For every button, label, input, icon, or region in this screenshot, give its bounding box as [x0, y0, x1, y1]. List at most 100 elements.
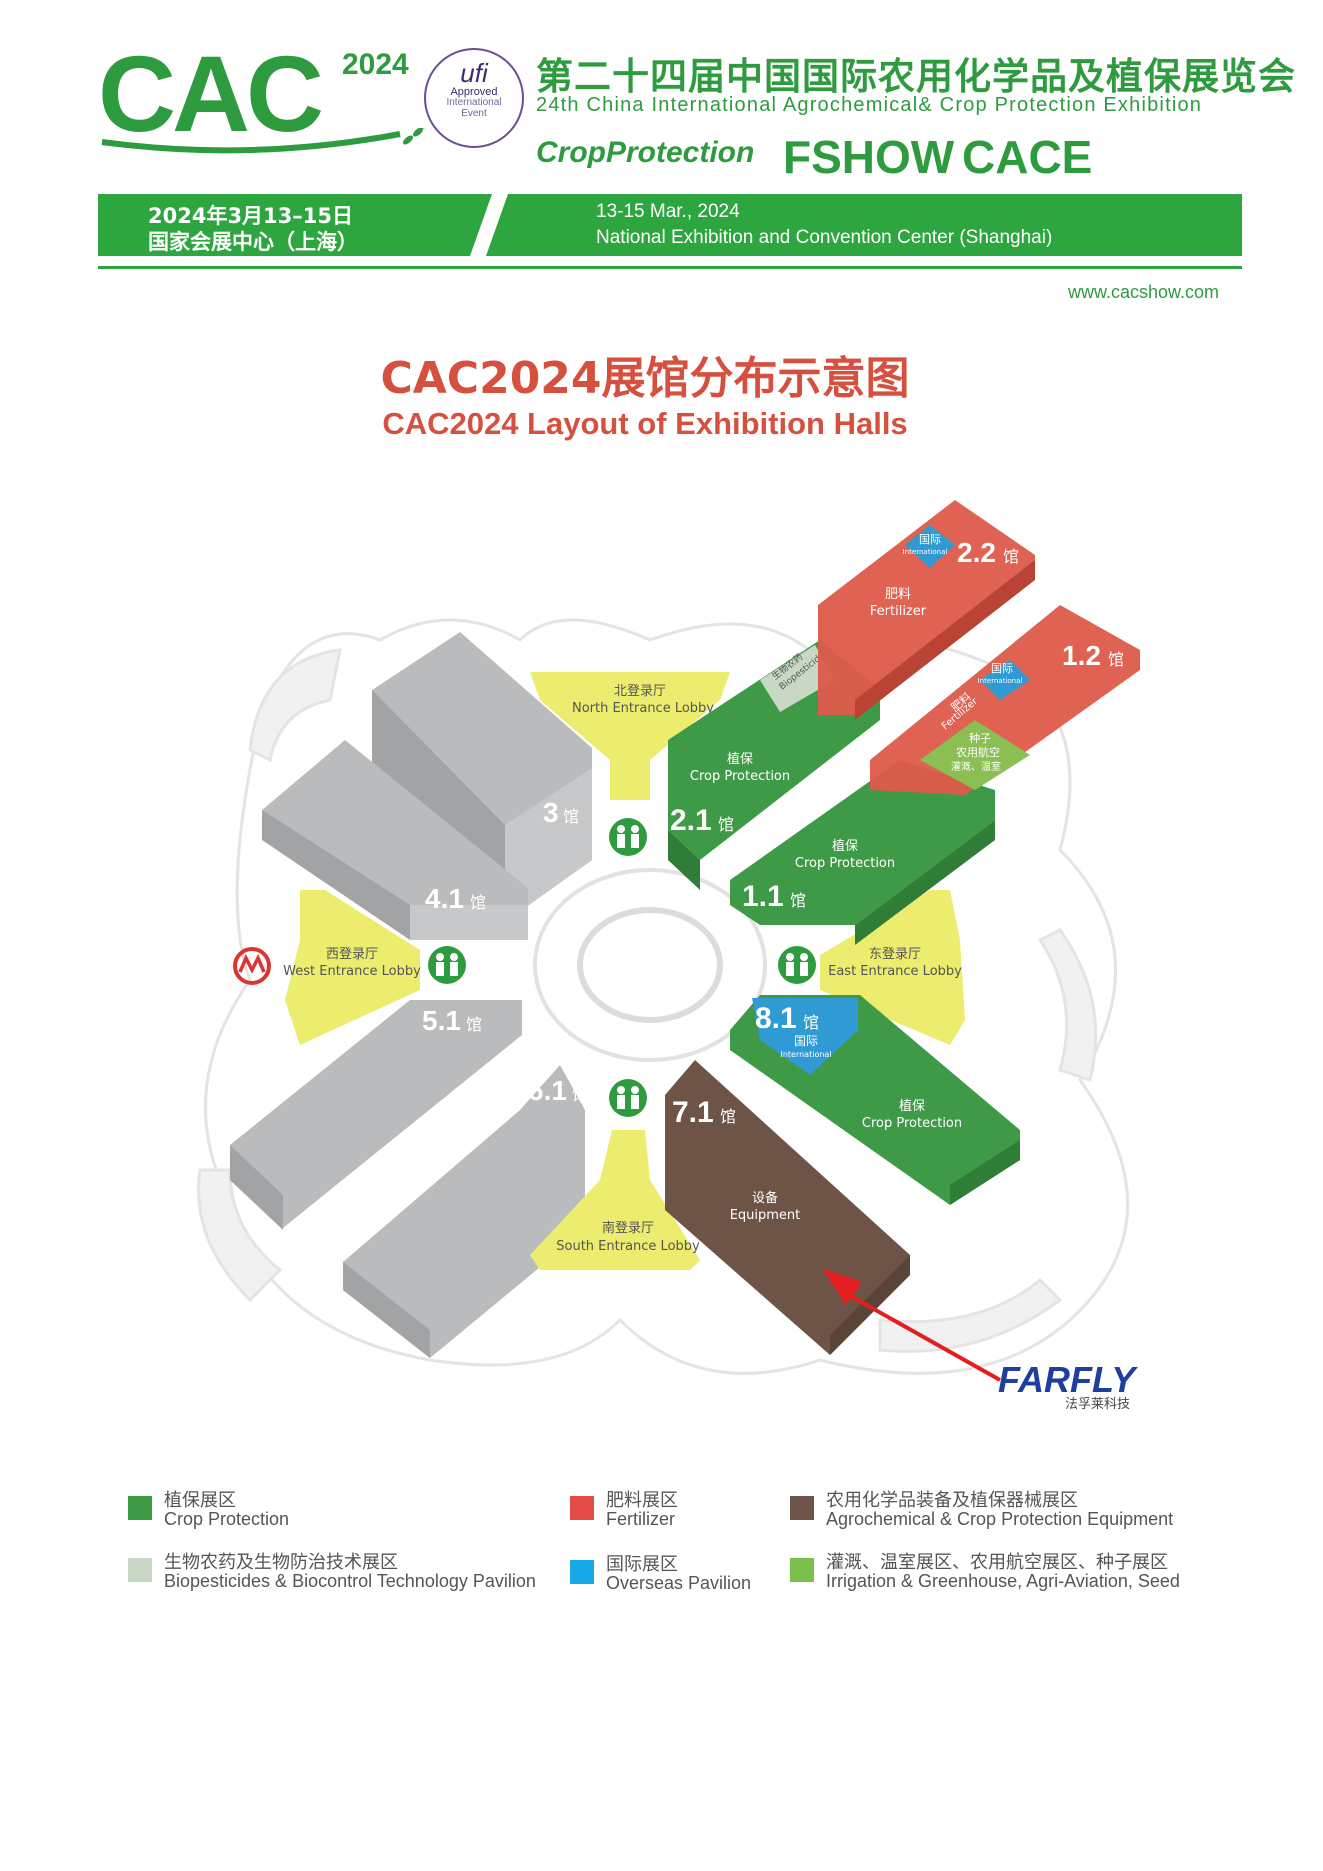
- legend-crop-protection-en: Crop Protection: [164, 1509, 290, 1529]
- metro-icon: [233, 947, 271, 985]
- ufi-line1: Approved: [450, 86, 498, 98]
- legend-swatch-biopesticides: [128, 1558, 152, 1582]
- hall-1-2-seed-cn: 种子: [969, 731, 991, 745]
- info-band: [98, 194, 1242, 256]
- date-cn: 2024年3月13–15日: [148, 204, 354, 228]
- legend-swatch-equipment: [790, 1496, 814, 1520]
- hall-1-1-number: 1.1: [742, 880, 784, 913]
- hall-1-2-seed-l3: 灌溉、温室: [951, 760, 1001, 773]
- hall-1-1[interactable]: 植保 Crop Protection 1.1 馆: [730, 760, 995, 945]
- west-lobby-cn: 西登录厅: [326, 947, 378, 962]
- hall-1-1-zone-cn: 植保: [832, 839, 858, 854]
- hall-1-2-number: 1.2: [1062, 640, 1101, 671]
- ufi-line3: Event: [461, 107, 487, 119]
- legend-irrigation-cn: 灌溉、温室展区、农用航空展区、种子展区: [826, 1552, 1168, 1573]
- hall-7-1-suffix: 馆: [720, 1107, 736, 1126]
- hall-7-1-zone-en: Equipment: [730, 1208, 801, 1223]
- hall-8-1-zone-en: Crop Protection: [862, 1116, 962, 1131]
- legend-fertilizer-en: Fertilizer: [606, 1509, 676, 1529]
- band-underline: [98, 266, 1242, 269]
- hall-3-suffix: 馆: [563, 807, 579, 826]
- location-arrow-icon: [822, 1268, 1001, 1382]
- hall-5-1-suffix: 馆: [466, 1015, 482, 1034]
- hall-2-2-intl-en: International: [903, 548, 948, 556]
- hall-2-1-number: 2.1: [670, 804, 712, 837]
- hall-4-1-number: 4.1: [425, 883, 464, 914]
- legend-irrigation-en: Irrigation & Greenhouse, Agri-Aviation, …: [826, 1571, 1180, 1591]
- legend-swatch-overseas: [570, 1560, 594, 1584]
- west-lobby-en: West Entrance Lobby: [283, 964, 421, 979]
- hall-2-2-zone-en: Fertilizer: [870, 604, 927, 619]
- hall-4-1[interactable]: 4.1 馆: [262, 740, 528, 940]
- hall-2-2-intl-cn: 国际: [919, 533, 941, 546]
- hall-1-2-suffix: 馆: [1108, 650, 1124, 669]
- hall-7-1-number: 7.1: [672, 1096, 714, 1129]
- hall-1-1-suffix: 馆: [790, 891, 806, 910]
- hall-8-1-zone-cn: 植保: [899, 1099, 925, 1114]
- venue-en: National Exhibition and Convention Cente…: [596, 227, 1053, 248]
- band-divider: [470, 194, 508, 256]
- hall-5-1[interactable]: 5.1 馆: [230, 1000, 522, 1230]
- hall-4-1-suffix: 馆: [470, 893, 486, 912]
- hall-2-2[interactable]: 国际 International 2.2 馆 肥料 Fertilizer: [818, 500, 1035, 720]
- hall-1-2[interactable]: 国际 International 1.2 馆 肥料 Fertilizer 种子 …: [870, 605, 1140, 795]
- north-lobby-en: North Entrance Lobby: [572, 701, 714, 716]
- cac-logo-year: 2024: [342, 48, 409, 81]
- east-entrance-icon: [778, 946, 816, 984]
- hall-8-1-number: 8.1: [755, 1002, 797, 1035]
- hall-8-1-intl-cn: 国际: [794, 1034, 818, 1048]
- legend-swatch-fertilizer: [570, 1496, 594, 1520]
- hall-3-number: 3: [543, 797, 559, 828]
- south-entrance-lobby[interactable]: 南登录厅 South Entrance Lobby: [530, 1130, 700, 1270]
- legend-biopesticides-cn: 生物农药及生物防治技术展区: [164, 1552, 398, 1573]
- ufi-approved-badge: ufi Approved International Event: [424, 48, 524, 148]
- legend-equipment-en: Agrochemical & Crop Protection Equipment: [826, 1509, 1174, 1529]
- farfly-subtitle: 法孚莱科技: [1065, 1397, 1130, 1412]
- cace-logo: CACE: [962, 131, 1093, 183]
- ufi-brand: ufi: [460, 58, 488, 88]
- hall-2-2-number: 2.2: [957, 537, 996, 568]
- logo-swoosh-icon: [101, 128, 430, 154]
- hall-6-1-number: 6.1: [528, 1075, 567, 1106]
- hall-6-1[interactable]: 6.1 馆: [343, 1065, 588, 1358]
- south-lobby-en: South Entrance Lobby: [556, 1239, 700, 1254]
- venue-cn: 国家会展中心（上海）: [148, 230, 358, 254]
- central-ring: [533, 868, 767, 1062]
- legend-equipment-cn: 农用化学品装备及植保器械展区: [826, 1490, 1078, 1511]
- date-en: 13-15 Mar., 2024: [596, 201, 740, 222]
- south-entrance-icon: [609, 1079, 647, 1117]
- east-entrance-lobby[interactable]: 东登录厅 East Entrance Lobby: [820, 890, 965, 1045]
- farfly-logo: FARFLY: [998, 1359, 1138, 1400]
- west-entrance-lobby[interactable]: 西登录厅 West Entrance Lobby: [283, 890, 421, 1045]
- hall-1-2-seed-l2: 农用航空: [956, 745, 1000, 759]
- hall-8-1-intl-en: International: [780, 1050, 831, 1059]
- exhibition-title-cn: 第二十四届中国国际农用化学品及植保展览会: [536, 55, 1296, 98]
- legend-crop-protection-cn: 植保展区: [164, 1490, 236, 1511]
- hall-1-2-intl-en: International: [978, 677, 1023, 685]
- legend-overseas-cn: 国际展区: [606, 1554, 678, 1575]
- ufi-line2: International: [446, 97, 502, 109]
- website-link[interactable]: www.cacshow.com: [1068, 282, 1220, 302]
- hall-1-2-intl-cn: 国际: [991, 662, 1013, 675]
- legend-swatch-crop-protection: [128, 1496, 152, 1520]
- fshow-logo: FSHOW: [783, 131, 955, 183]
- west-entrance-icon: [428, 946, 466, 984]
- legend-overseas-en: Overseas Pavilion: [606, 1573, 752, 1593]
- south-lobby-cn: 南登录厅: [602, 1220, 654, 1236]
- hall-8-1[interactable]: 8.1 馆 国际 International 植保 Crop Protectio…: [730, 995, 1020, 1205]
- hall-6-1-suffix: 馆: [572, 1085, 588, 1104]
- venue-map: 3 馆 4.1 馆 5.1 馆 6.1 馆 北登录厅 North Entranc…: [197, 500, 1140, 1412]
- east-lobby-cn: 东登录厅: [869, 947, 921, 962]
- north-entrance-lobby[interactable]: 北登录厅 North Entrance Lobby: [530, 672, 730, 800]
- cac-logo-text: CAC: [98, 33, 324, 154]
- hall-1-1-zone-en: Crop Protection: [795, 856, 895, 871]
- east-lobby-en: East Entrance Lobby: [828, 964, 962, 979]
- map-title-cn: CAC2024展馆分布示意图: [380, 353, 910, 404]
- hall-2-1-suffix: 馆: [718, 815, 734, 834]
- map-title-en: CAC2024 Layout of Exhibition Halls: [382, 406, 908, 441]
- north-entrance-icon: [609, 818, 647, 856]
- hall-2-2-zone-cn: 肥料: [885, 587, 911, 602]
- crop-protection-logo: CropProtection: [536, 136, 755, 169]
- hall-2-1-zone-en: Crop Protection: [690, 769, 790, 784]
- hall-8-1-suffix: 馆: [803, 1013, 819, 1032]
